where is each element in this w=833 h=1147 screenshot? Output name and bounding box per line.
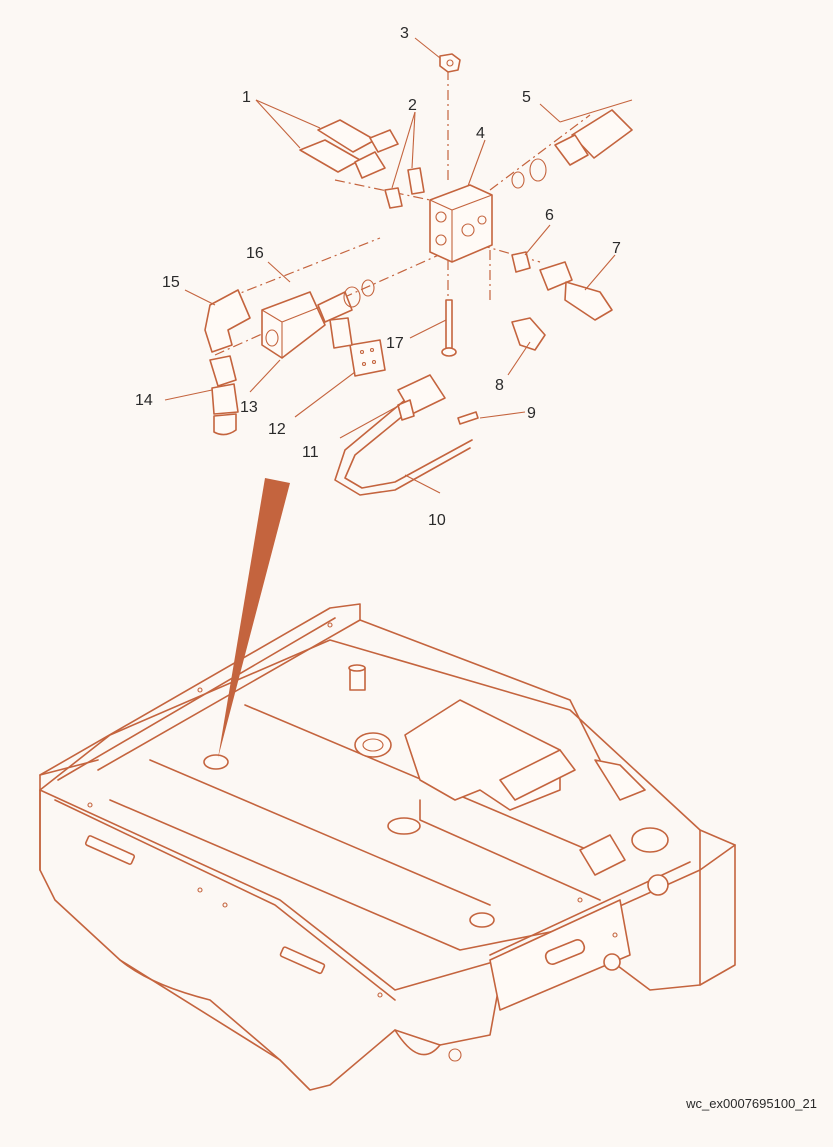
callout-15: 15 [162,274,180,291]
callout-3: 3 [400,25,409,42]
callout-7: 7 [612,240,621,257]
part-wire-harness [334,399,473,496]
part-hose-fittings [299,119,399,179]
part-right-fittings [511,251,613,321]
leader-lines [164,37,633,494]
part-gasket [349,339,386,377]
part-bolt [441,299,457,357]
callout-10: 10 [428,512,446,529]
part-nut [439,53,461,73]
callout-13: 13 [240,399,258,416]
callout-9: 9 [527,405,536,422]
part-screw [457,411,479,425]
callout-12: 12 [268,421,286,438]
part-swivel-elbow [204,289,251,353]
part-connector [397,374,446,421]
part-elbow [511,317,546,351]
callout-8: 8 [495,377,504,394]
part-relief-valve [511,109,633,189]
callout-16: 16 [246,245,264,262]
callout-4: 4 [476,125,485,142]
figure-reference-id: wc_ex0007695100_21 [685,1096,817,1111]
callout-1: 1 [242,89,251,106]
callout-14: 14 [135,392,153,409]
callout-5: 5 [522,89,531,106]
part-solenoid-valve [261,279,375,359]
part-nipples [384,167,425,209]
callout-2: 2 [408,97,417,114]
pointer-wedge [218,478,290,758]
chassis-frame [39,603,736,1091]
callout-11: 11 [302,444,319,461]
part-bottom-fitting [209,355,239,436]
part-manifold-block [429,184,493,263]
callout-labels: 1 2 3 4 5 6 7 8 9 10 11 12 13 14 15 16 1… [135,25,621,529]
callout-6: 6 [545,207,554,224]
callout-17: 17 [386,335,404,352]
